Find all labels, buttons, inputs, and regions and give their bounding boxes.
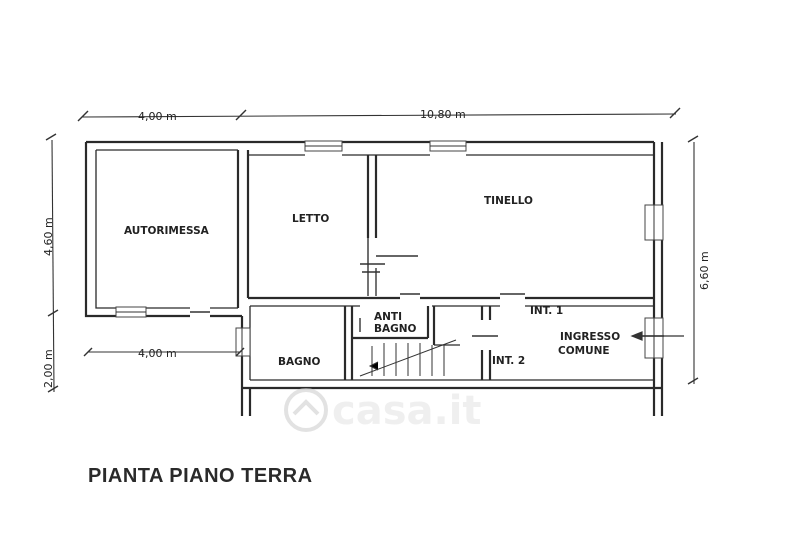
room-label-int2: INT. 2 bbox=[492, 355, 525, 367]
room-label-bagno: BAGNO bbox=[278, 356, 321, 368]
room-label-comune: COMUNE bbox=[558, 345, 610, 357]
watermark: casa.it bbox=[284, 388, 482, 434]
plan-title: PIANTA PIANO TERRA bbox=[88, 465, 313, 487]
room-label-bagno-anti: BAGNO bbox=[374, 323, 417, 335]
watermark-text: casa.it bbox=[332, 388, 482, 434]
room-label-letto: LETTO bbox=[292, 213, 329, 225]
room-label-int1: INT. 1 bbox=[530, 305, 563, 317]
dim-left-upper: 4,60 m bbox=[42, 217, 55, 256]
dim-top-left: 4,00 m bbox=[138, 110, 177, 123]
room-label-tinello: TINELLO bbox=[484, 195, 533, 207]
entrance-arrow bbox=[630, 331, 684, 341]
windows bbox=[115, 140, 664, 359]
room-label-ingresso: INGRESSO bbox=[560, 331, 620, 343]
room-label-autorimessa: AUTORIMESSA bbox=[124, 225, 210, 237]
dim-bottom-left: 4,00 m bbox=[138, 347, 177, 360]
dim-top-total: 10,80 m bbox=[420, 108, 466, 121]
room-label-anti: ANTI bbox=[374, 311, 402, 323]
dim-right: 6,60 m bbox=[698, 251, 711, 290]
dimension-lines bbox=[45, 107, 699, 393]
outer-walls bbox=[84, 140, 664, 416]
stairs bbox=[359, 339, 457, 377]
inner-walls bbox=[236, 150, 654, 380]
dim-left-lower: 2,00 m bbox=[42, 349, 55, 388]
